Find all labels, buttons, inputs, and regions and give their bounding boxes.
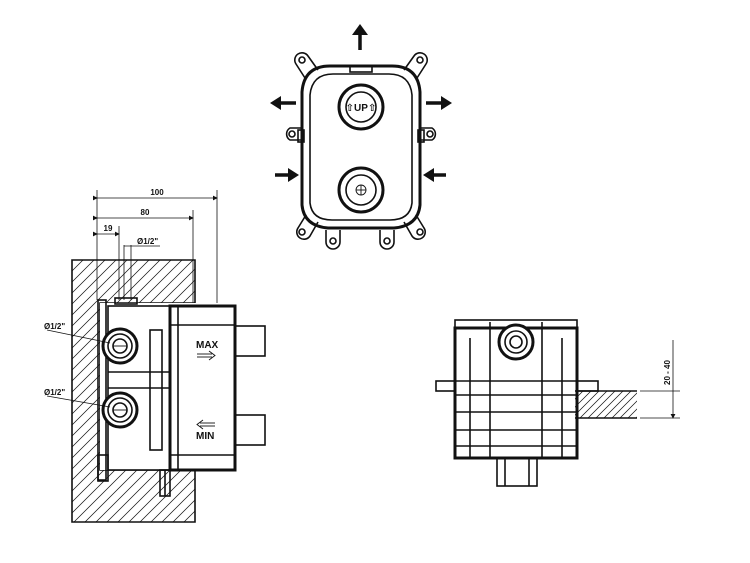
up-label: ⇧UP⇧: [346, 103, 377, 114]
outlet-top: [234, 325, 266, 357]
up-button: ⇧UP⇧: [337, 83, 385, 131]
arrow-up-icon: [352, 24, 368, 50]
dimension-lines: 100 80 19 Ø1/2": [93, 188, 218, 303]
port-lower-label: Ø1/2": [44, 388, 65, 397]
end-view: 20 - 40: [435, 319, 680, 487]
hatch-line: [73, 260, 195, 522]
min-label: MIN: [196, 431, 214, 442]
hatch-line: [72, 260, 117, 522]
depth-range-label: 20 - 40: [663, 360, 672, 385]
dim-thread-top: Ø1/2": [137, 237, 158, 246]
hatch-line: [128, 260, 195, 522]
hatch-line: [139, 260, 195, 522]
hatch-line: [117, 260, 195, 522]
hatch-line: [579, 391, 608, 418]
hatch-line: [575, 391, 584, 400]
arrow-left-icon: [270, 96, 296, 110]
hatch-line: [106, 260, 195, 522]
lower-valve: [337, 166, 385, 214]
front-view: ⇧UP⇧: [270, 24, 452, 250]
hatch-line: [95, 260, 195, 522]
hatch-line: [587, 391, 616, 418]
hatch-line: [627, 408, 637, 418]
hatch-line: [595, 391, 624, 418]
depth-dimension: 20 - 40: [640, 340, 680, 419]
hatch-line: [603, 391, 632, 418]
dim-overall: 100: [150, 188, 164, 197]
outlet-bottom: [234, 414, 266, 446]
hatch-line: [619, 400, 637, 418]
arrow-right-icon: [275, 168, 299, 182]
hatch-line: [575, 391, 592, 408]
arrow-right-icon: [197, 350, 216, 361]
hatch-line: [72, 260, 128, 522]
mounting-lug: [285, 52, 437, 250]
end-port: [497, 323, 535, 361]
side-view: MAX MIN Ø1/2" Ø1/2": [44, 188, 266, 523]
hatch-line: [611, 392, 637, 418]
arrow-right-icon: [426, 96, 452, 110]
hatch-line: [150, 260, 195, 522]
hatch-line: [72, 260, 84, 522]
port-upper-label: Ø1/2": [44, 322, 65, 331]
hatch-line: [72, 260, 139, 522]
dim-offset: 19: [104, 224, 113, 233]
arrow-left-icon: [423, 168, 446, 182]
max-label: MAX: [196, 340, 219, 351]
hatch-line: [84, 260, 195, 522]
dim-body: 80: [141, 208, 150, 217]
cover-block: [168, 304, 237, 472]
hatch-line: [575, 391, 600, 416]
arrow-left-icon: [196, 419, 215, 430]
hatch-line: [635, 416, 637, 418]
port-lower: [101, 391, 139, 429]
port-upper: [101, 327, 139, 365]
